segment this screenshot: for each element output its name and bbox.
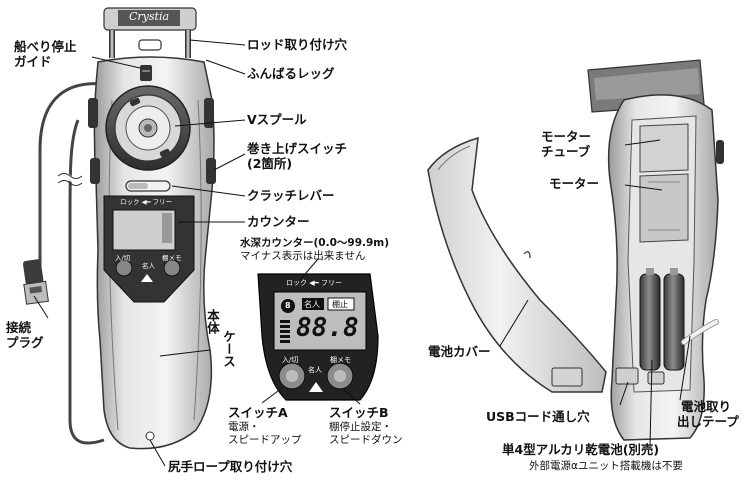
callout-rod-mount: ロッド取り付け穴 bbox=[247, 37, 348, 52]
zoom-lcd-8: 8 bbox=[285, 301, 291, 310]
cord-break-mark-line bbox=[57, 173, 83, 186]
usb-cord-hole bbox=[615, 367, 639, 385]
rod-hole bbox=[138, 39, 162, 51]
zoom-lcd-bars bbox=[280, 320, 290, 343]
callout-usb-cord-hole: USBコード通し穴 bbox=[486, 409, 590, 424]
callout-switch-b-desc1: 棚停止設定・ bbox=[329, 421, 392, 433]
callout-fumbaru-leg: ふんばるレッグ bbox=[247, 66, 335, 81]
callout-motor-tube-line2: チューブ bbox=[541, 144, 591, 159]
callout-battery-tape-line2: 出しテープ bbox=[677, 414, 739, 429]
callout-depth-counter-note: マイナス表示は出来ません bbox=[240, 250, 366, 262]
callout-battery-tape-line1: 電池取り bbox=[681, 399, 732, 414]
callout-clutch-lever: クラッチレバー bbox=[247, 188, 335, 203]
cord-break-mark bbox=[56, 173, 84, 183]
anti-slip-guide bbox=[140, 65, 152, 81]
battery-cover bbox=[427, 136, 607, 393]
callout-depth-counter: 水深カウンター(0.0〜99.9m) bbox=[240, 237, 390, 249]
callout-switch-b: スイッチB bbox=[329, 405, 389, 420]
callout-aa-battery-note: 外部電源αユニット搭載機は不要 bbox=[529, 460, 683, 472]
callout-body-case-line2: ケース bbox=[221, 330, 236, 368]
leader-lines bbox=[33, 39, 691, 467]
motor-tube bbox=[639, 123, 689, 173]
rod-clamp-label-plate bbox=[118, 10, 180, 26]
switch-b-small-label: 棚メモ bbox=[162, 254, 182, 262]
callout-anti-slip-guide-line2: ガイド bbox=[14, 54, 52, 69]
winding-switch-left-lower bbox=[90, 158, 100, 184]
zoom-switch-a-label: 入/切 bbox=[282, 356, 299, 364]
callout-motor-tube-line1: モーター bbox=[541, 129, 592, 144]
usb-plug bbox=[22, 259, 49, 305]
winding-switch-right bbox=[204, 98, 214, 128]
callout-connector-plug-line1: 接続 bbox=[6, 320, 32, 335]
aa-battery-1 bbox=[639, 273, 661, 371]
callout-body-case-line1: 本体 bbox=[205, 309, 220, 334]
callout-v-spool: Vスプール bbox=[247, 112, 307, 127]
zoom-switch-mid-label: 名人 bbox=[308, 366, 322, 374]
callout-winding-switch-note: (2箇所) bbox=[247, 156, 293, 171]
callout-connector-plug-line2: プラグ bbox=[6, 335, 44, 350]
aa-battery-2 bbox=[663, 273, 685, 371]
callout-motor: モーター bbox=[549, 176, 600, 191]
switch-mid-small-label: 名人 bbox=[142, 262, 155, 270]
callout-aa-battery: 単4型アルカリ乾電池(別売) bbox=[502, 442, 660, 457]
usb-cord-lower bbox=[68, 119, 105, 445]
zoom-switch-b-label: 棚メモ bbox=[330, 356, 351, 364]
butt-rope-hole bbox=[145, 431, 155, 441]
lock-free-label: ロック ◀━ フリー bbox=[120, 198, 173, 206]
callout-butt-rope-hole: 尻手ロープ取り付け穴 bbox=[168, 459, 293, 474]
switch-a-small bbox=[115, 259, 133, 277]
right-side-switch bbox=[716, 140, 724, 164]
callout-switch-a: スイッチA bbox=[228, 405, 288, 420]
zoom-lcd-meijin: 名人 bbox=[304, 300, 320, 309]
callout-winding-switch: 巻き上げスイッチ bbox=[247, 141, 348, 156]
callout-switch-a-desc2: スピードアップ bbox=[228, 434, 302, 446]
daiwa-logo-large bbox=[309, 382, 323, 392]
winding-switch-right-lower bbox=[206, 158, 216, 184]
callout-battery-cover: 電池カバー bbox=[428, 344, 491, 359]
winding-switch-left bbox=[88, 98, 98, 128]
daiwa-logo-small bbox=[141, 274, 153, 282]
brand-logo: Crystia bbox=[129, 10, 170, 23]
callout-switch-b-desc2: スピードダウン bbox=[329, 434, 403, 446]
callout-switch-a-desc1: 電源・ bbox=[228, 421, 260, 433]
switch-b-small bbox=[163, 259, 181, 277]
callout-counter: カウンター bbox=[247, 214, 310, 229]
motor bbox=[639, 173, 689, 243]
zoom-lcd-tanatei: 棚止 bbox=[332, 300, 348, 309]
zoom-lock-free-label: ロック ◀━ フリー bbox=[286, 279, 343, 287]
battery-cover-tab bbox=[551, 367, 583, 387]
zoom-lcd-digits: 88.8 bbox=[296, 313, 359, 343]
switch-a-small-label: 入/切 bbox=[115, 254, 131, 262]
callout-anti-slip-guide-line1: 船べり停止 bbox=[14, 39, 77, 54]
